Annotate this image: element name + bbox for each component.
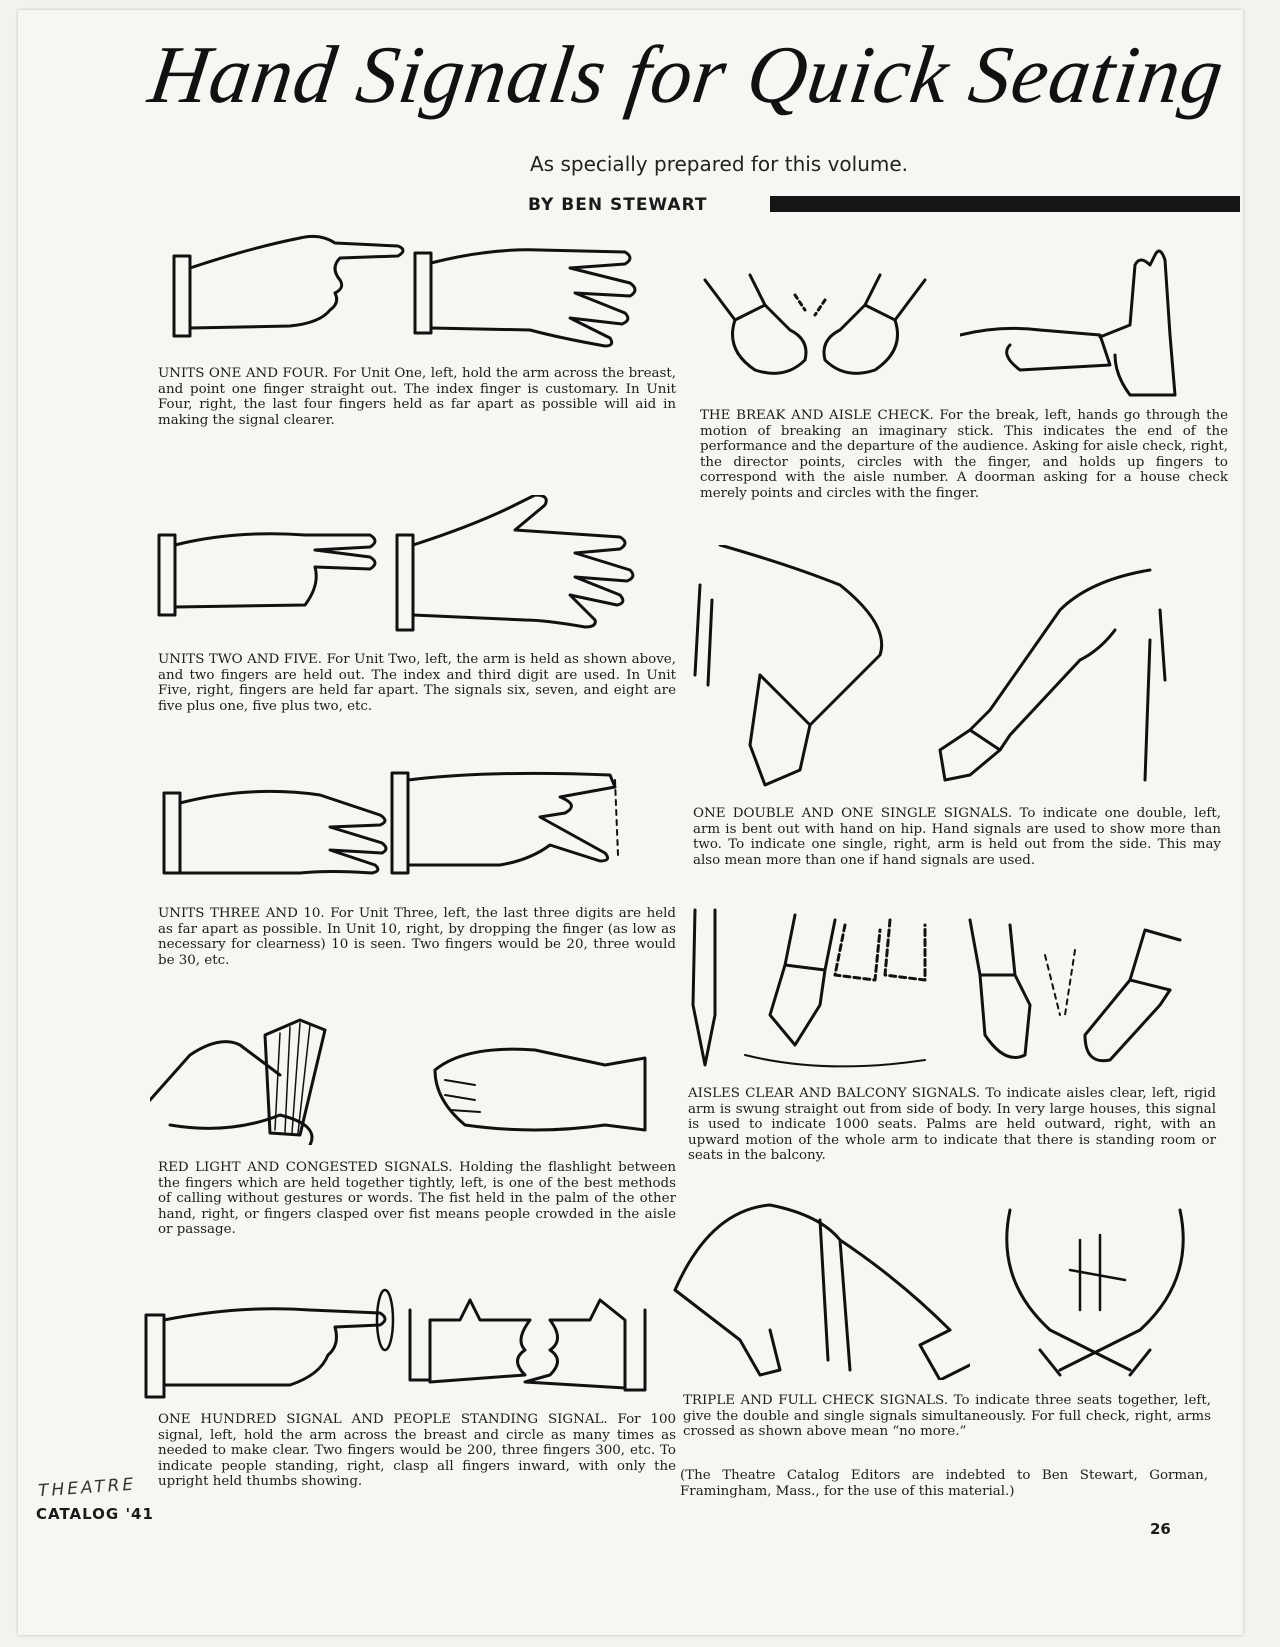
illustration-aisles-clear <box>691 908 927 1068</box>
page-title: Hand Signals for Quick Seating <box>143 29 1230 120</box>
caption-body: For Unit Three, left, the last three dig… <box>158 906 676 968</box>
caption-units-one-four: UNITS ONE AND FOUR. For Unit One, left, … <box>158 366 676 428</box>
caption-double-single: ONE DOUBLE AND ONE SINGLE SIGNALS. To in… <box>693 806 1221 868</box>
caption-body: Holding the flashlight between the finge… <box>158 1160 676 1238</box>
illustration-units-three-ten <box>162 771 619 875</box>
illustration-break <box>703 273 927 375</box>
caption-heading: UNITS TWO AND FIVE. <box>158 652 323 667</box>
page <box>18 10 1243 1635</box>
caption-body: For 100 signal, left, hold the arm acros… <box>158 1412 676 1490</box>
editors-note: (The Theatre Catalog Editors are indebte… <box>680 1468 1208 1499</box>
caption-heading: UNITS THREE AND 10. <box>158 906 325 921</box>
caption-red-light-congested: RED LIGHT AND CONGESTED SIGNALS. Holding… <box>158 1160 676 1238</box>
illustration-triple <box>673 1203 970 1380</box>
caption-heading: UNITS ONE AND FOUR. <box>158 366 329 381</box>
illustration-one-hundred <box>144 1288 395 1399</box>
illustration-congested <box>433 1047 647 1132</box>
illustration-units-one-four <box>172 234 637 348</box>
illustration-red-light <box>150 1018 327 1145</box>
caption-body: To indicate aisles clear, left, rigid ar… <box>688 1086 1216 1164</box>
caption-body: For the break, left, hands go through th… <box>700 408 1228 501</box>
illustration-double <box>693 545 884 787</box>
caption-units-two-five: UNITS TWO AND FIVE. For Unit Two, left, … <box>158 652 676 714</box>
byline: BY BEN STEWART <box>528 195 708 215</box>
caption-heading: ONE DOUBLE AND ONE SINGLE SIGNALS. <box>693 806 1013 821</box>
illustration-people-standing <box>408 1298 647 1392</box>
caption-triple-full-check: TRIPLE AND FULL CHECK SIGNALS. To indica… <box>683 1393 1211 1440</box>
caption-body: To indicate three seats together, left, … <box>683 1393 1211 1440</box>
caption-body: For Unit Two, left, the arm is held as s… <box>158 652 676 714</box>
caption-heading: AISLES CLEAR AND BALCONY SIGNALS. <box>688 1086 981 1101</box>
caption-heading: RED LIGHT AND CONGESTED SIGNALS. <box>158 1160 453 1175</box>
byline-rule <box>770 196 1240 212</box>
caption-aisles-clear-balcony: AISLES CLEAR AND BALCONY SIGNALS. To ind… <box>688 1086 1216 1164</box>
subtitle: As specially prepared for this volume. <box>530 152 909 176</box>
caption-heading: ONE HUNDRED SIGNAL AND PEOPLE STANDING S… <box>158 1412 608 1427</box>
caption-units-three-ten: UNITS THREE AND 10. For Unit Three, left… <box>158 906 676 968</box>
illustration-balcony <box>968 918 1182 1063</box>
caption-heading: TRIPLE AND FULL CHECK SIGNALS. <box>683 1393 949 1408</box>
illustration-units-two-five <box>157 495 635 632</box>
caption-body: To indicate one double, left, arm is ben… <box>693 806 1221 868</box>
illustration-aisle-check <box>960 249 1177 397</box>
illustration-full-check <box>1005 1208 1185 1377</box>
caption-heading: THE BREAK AND AISLE CHECK. <box>700 408 934 423</box>
publication-name: CATALOG '41 <box>36 1505 154 1523</box>
page-number: 26 <box>1150 1520 1171 1538</box>
caption-break-aisle-check: THE BREAK AND AISLE CHECK. For the break… <box>700 408 1228 502</box>
caption-one-hundred-standing: ONE HUNDRED SIGNAL AND PEOPLE STANDING S… <box>158 1412 676 1490</box>
illustration-single <box>938 568 1167 782</box>
caption-body: For Unit One, left, hold the arm across … <box>158 366 676 428</box>
